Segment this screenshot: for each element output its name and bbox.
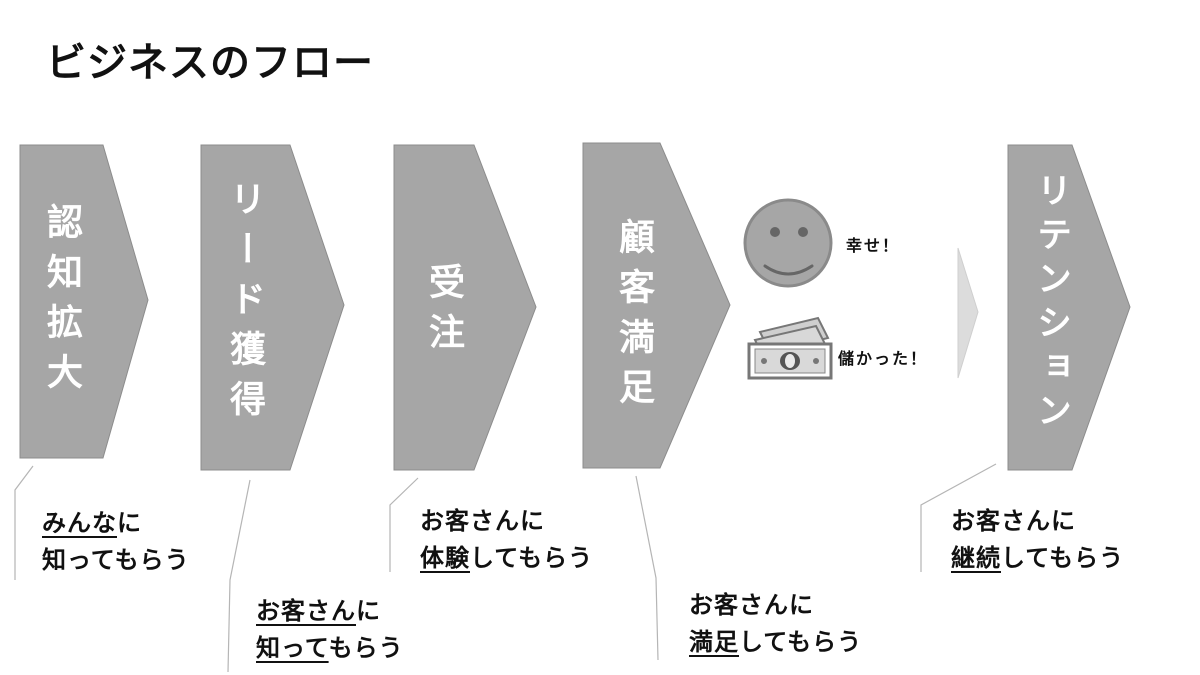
caption-line2-underlined: 体験: [420, 544, 470, 572]
caption-line1-rest: に: [117, 509, 142, 537]
caption-line1-rest: お客さんに: [951, 507, 1076, 535]
small-arrow-icon: [957, 247, 979, 379]
caption-line1-underlined: みんな: [42, 509, 117, 537]
leader-line-3: [389, 477, 419, 572]
caption-satisfaction: お客さんに 満足してもらう: [689, 587, 862, 661]
leader-line-4: [635, 475, 659, 661]
caption-line2-rest: 知ってもらう: [42, 546, 190, 574]
stage-arrow-lead: [200, 144, 345, 471]
money-text: 儲かった！: [838, 349, 929, 368]
stage-label-satisfaction: 顧客満足: [613, 218, 654, 418]
leader-lines: [14, 463, 997, 673]
stage-label-awareness: 認知拡大: [41, 203, 82, 403]
leader-line-1: [14, 465, 34, 580]
caption-line1-rest: に: [356, 597, 381, 625]
stage-label-order: 受注: [423, 263, 464, 363]
money-bills-icon: [747, 316, 833, 380]
leader-line-5: [920, 463, 997, 572]
stage-label-retention: リテンション: [1031, 172, 1071, 436]
caption-line1-rest: お客さんに: [420, 507, 545, 535]
caption-line2-underlined: 継続: [951, 544, 1001, 572]
caption-line1-underlined: お客さん: [256, 597, 356, 625]
caption-line2-rest: してもらう: [470, 544, 594, 572]
caption-line2-rest: してもらう: [1001, 544, 1125, 572]
caption-awareness: みんなに 知ってもらう: [42, 505, 190, 579]
happy-text: 幸せ！: [846, 236, 901, 255]
caption-line1-rest: お客さんに: [689, 591, 814, 619]
stage-label-lead: リード獲得: [224, 180, 265, 430]
leader-line-2: [227, 479, 251, 673]
smiley-face-icon: [743, 198, 833, 288]
caption-order: お客さんに 体験してもらう: [420, 503, 593, 577]
caption-line2-underlined: 知って: [256, 634, 329, 662]
caption-retention: お客さんに 継続してもらう: [951, 503, 1124, 577]
caption-line2-rest: してもらう: [739, 628, 863, 656]
stage-arrow-satisfaction: [582, 142, 731, 469]
stage-arrow-order: [393, 144, 537, 471]
caption-line2-underlined: 満足: [689, 628, 739, 656]
stage-arrow-awareness: [19, 144, 149, 459]
caption-line2-rest: もらう: [328, 634, 404, 662]
stage-arrow-retention: [1007, 144, 1131, 471]
page-title: ビジネスのフロー: [46, 40, 374, 86]
caption-lead: お客さんに 知ってもらう: [256, 593, 404, 667]
